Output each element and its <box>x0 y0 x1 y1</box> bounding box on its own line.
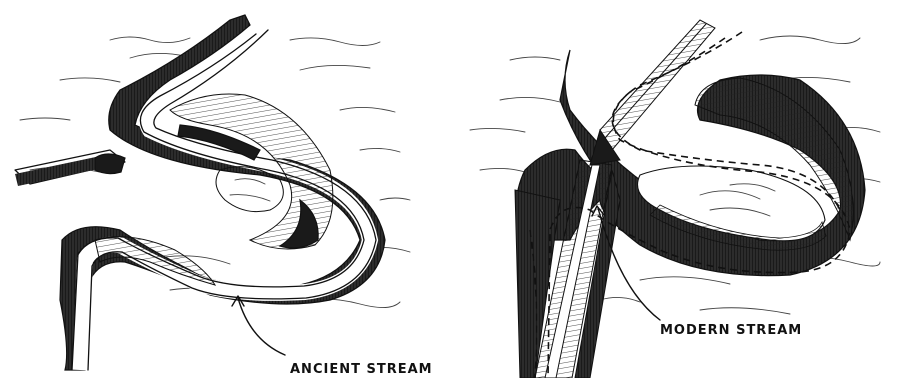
ancient-stream-label: ANCIENT STREAM <box>290 362 433 377</box>
modern-stream-panel: MODERN STREAM <box>470 20 880 378</box>
ancient-stream-panel: ANCIENT STREAM <box>15 15 433 377</box>
modern-stream-label: MODERN STREAM <box>660 323 802 338</box>
modern-stream-upper <box>600 20 715 150</box>
ancient-stream-arrow <box>238 298 285 355</box>
left-mesa <box>15 150 125 186</box>
